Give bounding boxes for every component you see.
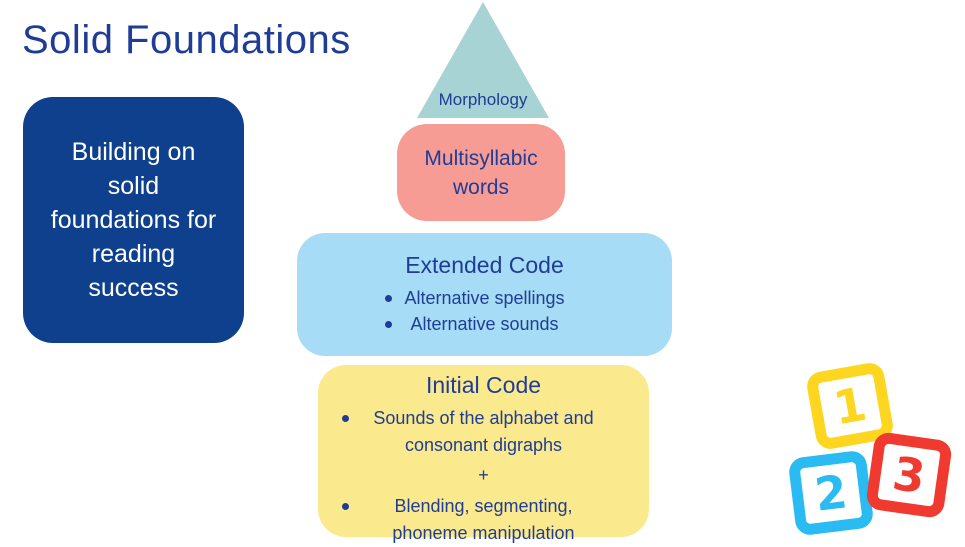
bullet-dot bbox=[342, 415, 349, 422]
list-item-text: Alternative sounds bbox=[410, 314, 559, 334]
list-item-text: Blending, segmenting, phoneme manipulati… bbox=[392, 496, 575, 543]
morphology-label: Morphology bbox=[438, 90, 528, 109]
block-number: 1 bbox=[829, 376, 871, 436]
pyramid-level-multisyllabic-words: Multisyllabic words bbox=[397, 124, 565, 221]
list-item: Sounds of the alphabet and consonant dig… bbox=[318, 405, 649, 459]
plus-separator: + bbox=[478, 465, 489, 485]
list-item: Alternative spellings bbox=[297, 285, 672, 311]
triangle-shape bbox=[417, 2, 549, 118]
initial-code-list: Sounds of the alphabet and consonant dig… bbox=[318, 405, 649, 547]
page-title: Solid Foundations bbox=[22, 18, 351, 62]
block-number: 3 bbox=[889, 446, 929, 504]
list-item: Blending, segmenting, phoneme manipulati… bbox=[318, 493, 649, 547]
list-item-text: Alternative spellings bbox=[404, 288, 565, 308]
extended-code-list: Alternative spellings Alternative sounds bbox=[297, 285, 672, 337]
bullet-dot bbox=[342, 503, 349, 510]
initial-code-heading: Initial Code bbox=[425, 372, 542, 398]
list-item-text: Sounds of the alphabet and consonant dig… bbox=[373, 408, 594, 455]
toy-block-3: 3 bbox=[864, 430, 954, 520]
intro-card-text: Building on solid foundations for readin… bbox=[50, 138, 217, 302]
extended-code-heading: Extended Code bbox=[405, 252, 564, 278]
pyramid-level-morphology: Morphology bbox=[417, 2, 549, 118]
bullet-dot bbox=[385, 321, 392, 328]
pyramid-level-initial-code: Initial Code Sounds of the alphabet and … bbox=[318, 365, 649, 543]
intro-card: Building on solid foundations for readin… bbox=[23, 97, 244, 343]
pyramid-level-extended-code: Extended Code Alternative spellings Alte… bbox=[297, 233, 672, 356]
list-item: Alternative sounds bbox=[297, 311, 672, 337]
block-number: 2 bbox=[811, 464, 851, 522]
bullet-dot bbox=[385, 295, 392, 302]
toy-block-2: 2 bbox=[787, 449, 875, 537]
